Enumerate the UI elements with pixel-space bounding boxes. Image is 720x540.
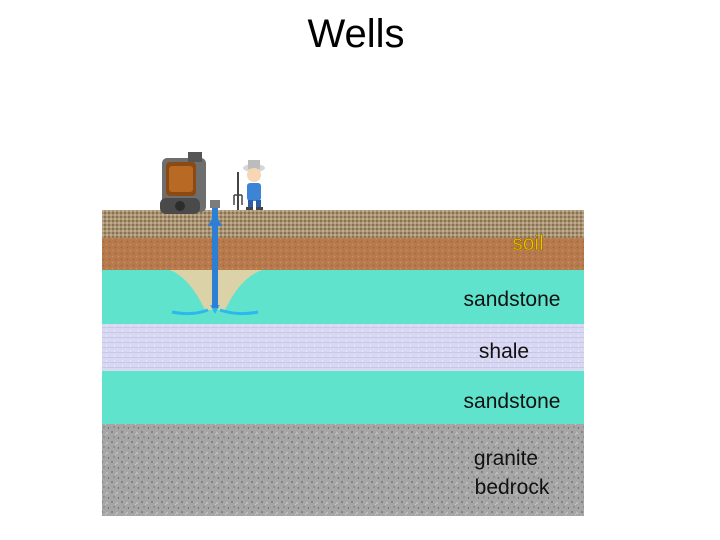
- shale-layer: [102, 324, 584, 371]
- pitchfork-icon: [233, 172, 243, 210]
- sandstone-upper-label: sandstone: [464, 288, 561, 311]
- well-casing-cap: [210, 200, 220, 208]
- sandstone-lower-label: sandstone: [464, 390, 561, 413]
- soil-label: soil: [512, 232, 544, 255]
- shale-label: shale: [479, 340, 529, 363]
- topsoil-layer: [102, 210, 584, 238]
- water-flow-left: [171, 308, 209, 316]
- granite-bedrock-layer: [102, 424, 584, 516]
- well-pipe: [212, 208, 218, 308]
- water-flow-right: [219, 308, 259, 316]
- sandstone-upper-layer: [102, 270, 584, 324]
- sandstone-lower-layer: [102, 371, 584, 424]
- soil-layer: [102, 238, 584, 270]
- farmer-icon: [243, 160, 265, 210]
- pump-icon: [160, 152, 206, 214]
- granite-label: granite: [474, 447, 538, 470]
- bedrock-label: bedrock: [475, 476, 550, 499]
- well-up-arrow: [208, 213, 222, 226]
- page-title: Wells: [307, 12, 405, 56]
